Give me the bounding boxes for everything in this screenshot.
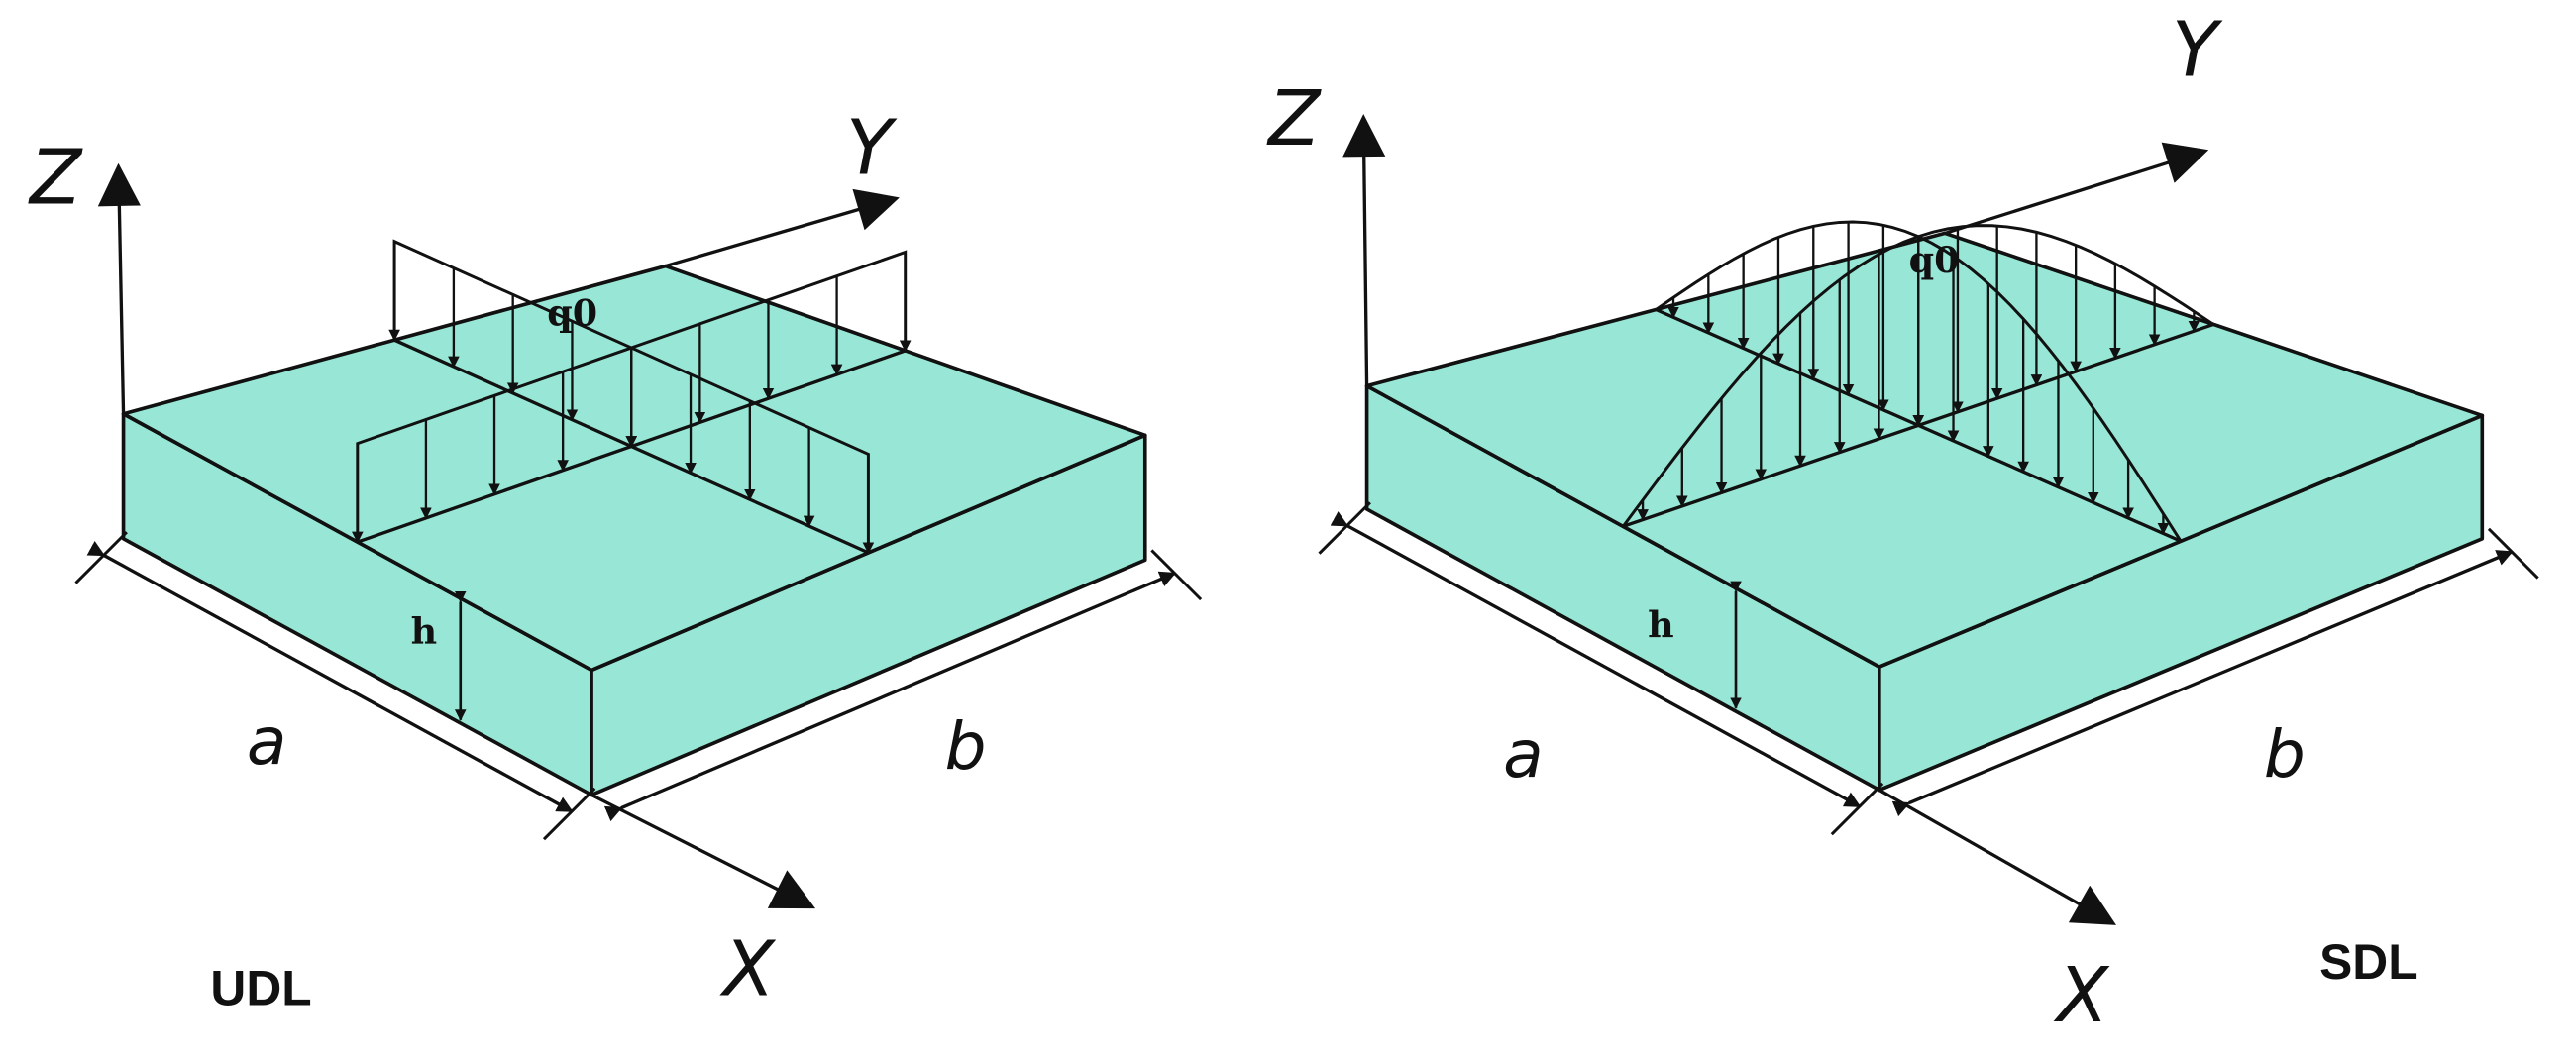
dimension-tick	[1830, 782, 1884, 836]
sdl-dim-a-label: a	[1503, 715, 1544, 793]
dimension-a-line	[1330, 511, 1862, 808]
dimension-tick	[1318, 501, 1371, 555]
sdl-panel	[1318, 114, 2539, 925]
x-axis-arrow	[590, 793, 816, 909]
sdl-y-axis-label: Y	[2172, 5, 2223, 93]
udl-y-axis-label: Y	[846, 104, 898, 192]
sdl-x-axis-label: X	[2053, 951, 2110, 1039]
dimension-b-line	[1891, 550, 2514, 817]
dimension-a-line	[86, 540, 574, 813]
sdl-thickness-label: h	[1648, 603, 1674, 646]
udl-x-axis-label: X	[719, 925, 777, 1013]
udl-dim-b-label: b	[945, 707, 987, 785]
dimension-tick	[74, 531, 128, 584]
udl-case-label: UDL	[210, 961, 311, 1016]
udl-thickness-label: h	[411, 610, 438, 653]
sdl-z-axis-label: Z	[1266, 74, 1322, 162]
udl-panel	[74, 162, 1203, 909]
z-axis-arrow	[1342, 114, 1386, 386]
sdl-dim-b-label: b	[2264, 715, 2306, 793]
dimension-tick	[2487, 527, 2539, 580]
dimension-b-line	[603, 571, 1177, 822]
y-axis-arrow	[1944, 142, 2209, 236]
x-axis-arrow	[1878, 789, 2117, 925]
udl-load-label: q0	[547, 291, 597, 334]
udl-dim-a-label: a	[247, 702, 287, 780]
dimension-tick	[542, 787, 596, 841]
sdl-case-label: SDL	[2319, 934, 2417, 990]
sdl-load-label: q0	[1909, 239, 1960, 281]
udl-z-axis-label: Z	[28, 134, 83, 222]
dimension-tick	[1150, 549, 1203, 601]
y-axis-arrow	[665, 188, 900, 268]
z-axis-arrow	[97, 162, 141, 414]
